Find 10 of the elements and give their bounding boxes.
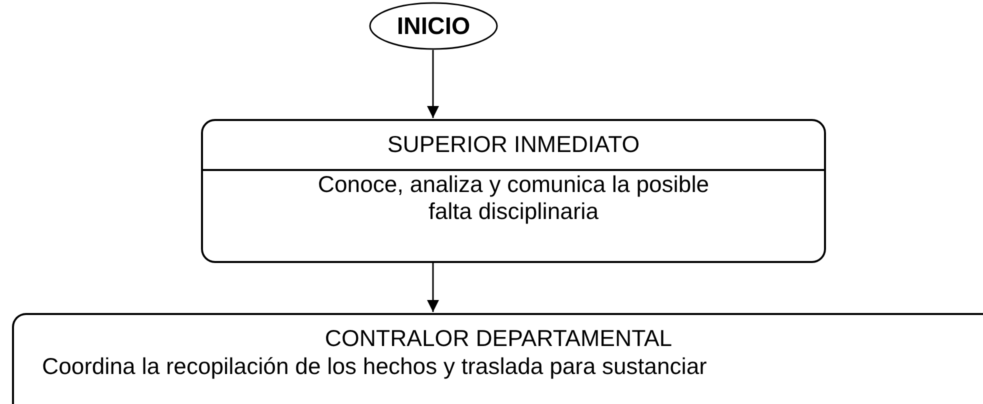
arrow [427, 263, 439, 312]
box-heading: SUPERIOR INMEDIATO [386, 131, 641, 158]
process-box [201, 119, 826, 263]
box-heading: CONTRALOR DEPARTAMENTAL [324, 325, 674, 352]
terminal-label: INICIO [396, 13, 472, 40]
box-description: Conoce, analiza y comunica la posible falta disciplinaria [316, 171, 710, 225]
box-description: Coordina la recopilación de los hechos y traslada para sustanciar [41, 353, 708, 380]
process-box [12, 313, 983, 404]
start-terminal [369, 2, 498, 50]
arrow [427, 50, 439, 118]
